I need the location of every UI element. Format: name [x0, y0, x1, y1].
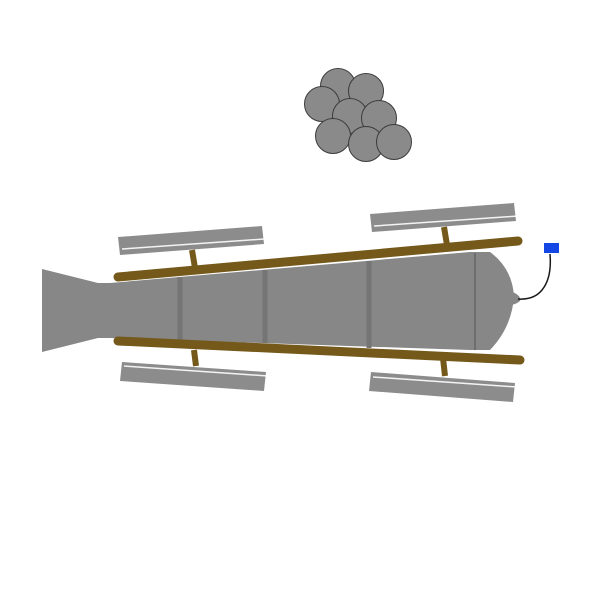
carriage: [113, 236, 525, 365]
cannon-barrel[interactable]: [42, 252, 521, 352]
carriage-rail-bottom: [113, 336, 525, 365]
cannonball[interactable]: [315, 118, 351, 154]
wheel-rear-top[interactable]: [118, 226, 265, 255]
cannonball-pile[interactable]: [304, 68, 412, 162]
fuse: [517, 253, 552, 300]
wheel-front-top[interactable]: [370, 203, 519, 232]
carriage-rail-top: [113, 236, 523, 282]
wheels: [118, 203, 519, 402]
wheel-front-bottom[interactable]: [369, 372, 518, 402]
wheel-rear-bottom[interactable]: [120, 362, 269, 391]
axles: [189, 226, 450, 377]
cannonball[interactable]: [376, 124, 412, 160]
fuse-trigger[interactable]: [544, 243, 559, 253]
